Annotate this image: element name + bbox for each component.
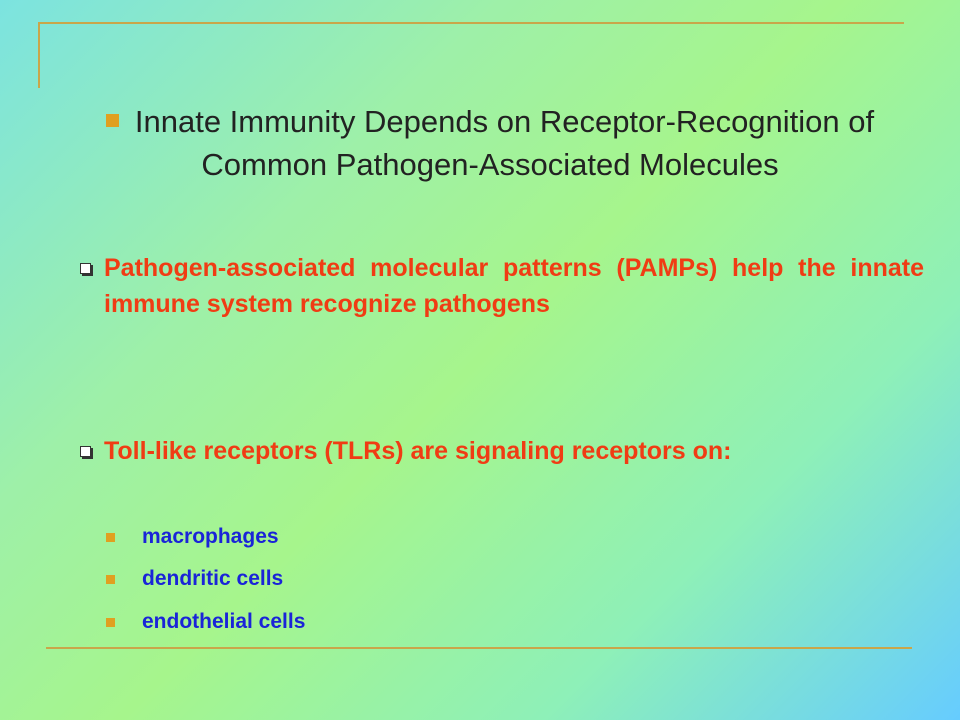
top-rule xyxy=(38,22,904,24)
bullet-point-pamps: Pathogen-associated molecular patterns (… xyxy=(80,250,924,322)
sub-item-text: macrophages xyxy=(142,525,279,548)
sub-item-dendritic-cells: dendritic cells xyxy=(106,565,284,593)
square-bullet-icon xyxy=(106,618,115,627)
bottom-rule xyxy=(46,647,912,649)
square-bullet-icon xyxy=(105,114,119,127)
slide-title: Innate Immunity Depends on Receptor-Reco… xyxy=(100,100,880,186)
sub-item-text: dendritic cells xyxy=(142,567,284,590)
bullet-point-text: Toll-like receptors (TLRs) are signaling… xyxy=(104,437,732,465)
checkbox-bullet-icon xyxy=(80,263,91,274)
left-rule xyxy=(38,22,40,88)
bullet-point-text: Pathogen-associated molecular patterns (… xyxy=(104,254,924,318)
slide-title-text: Innate Immunity Depends on Receptor-Reco… xyxy=(134,104,875,182)
sub-item-macrophages: macrophages xyxy=(106,523,279,551)
sub-item-endothelial-cells: endothelial cells xyxy=(106,608,306,636)
sub-item-text: endothelial cells xyxy=(142,610,306,633)
square-bullet-icon xyxy=(106,533,115,542)
bullet-point-tlrs: Toll-like receptors (TLRs) are signaling… xyxy=(80,433,924,469)
square-bullet-icon xyxy=(106,575,115,584)
checkbox-bullet-icon xyxy=(80,446,91,457)
